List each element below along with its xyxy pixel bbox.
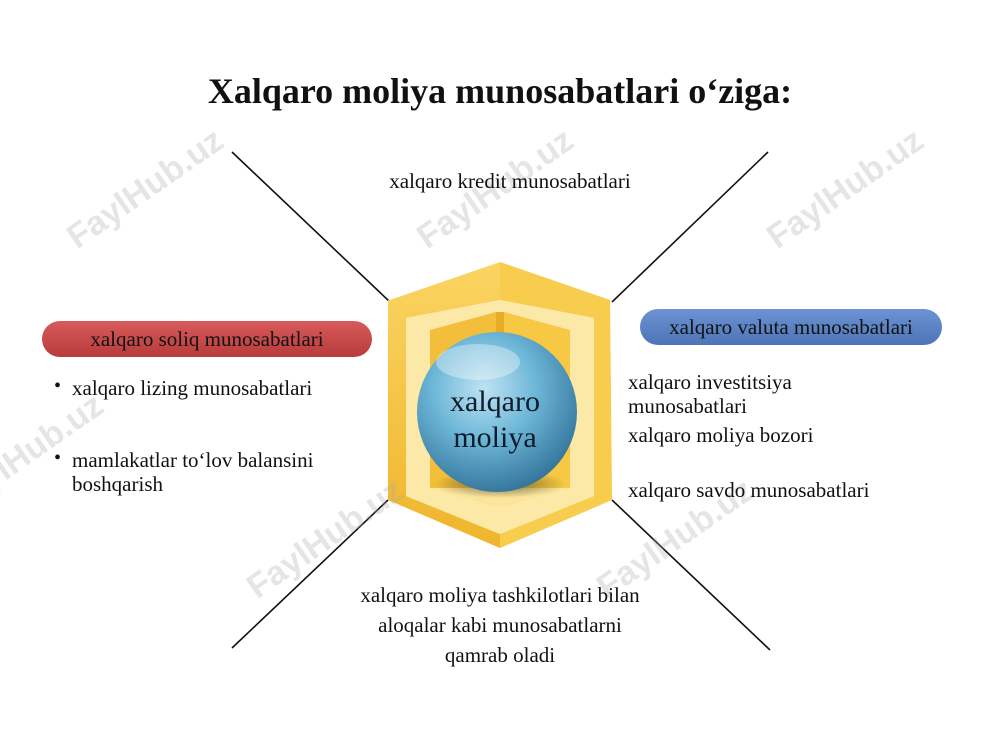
connector-line-top-right — [611, 151, 769, 303]
connector-line-top-left — [231, 151, 391, 303]
center-label-line: xalqaro — [450, 385, 540, 418]
bottom-label: xalqaro moliya tashkilotlari bilan aloqa… — [300, 580, 700, 670]
center-label: xalqaro moliya — [440, 384, 550, 456]
right-item: xalqaro investitsiya munosabatlari — [628, 370, 792, 418]
center-label-line: moliya — [453, 421, 537, 454]
bottom-label-line: xalqaro moliya tashkilotlari bilan — [360, 583, 640, 607]
left-bullet-text: xalqaro lizing munosabatlari — [72, 376, 313, 400]
right-item: xalqaro moliya bozori — [628, 423, 814, 447]
left-pill-label: xalqaro soliq munosabatlari — [42, 321, 372, 357]
sphere — [417, 332, 577, 492]
left-bullet-text: mamlakatlar to‘lov balansini boshqarish — [72, 448, 314, 496]
right-item: xalqaro savdo munosabatlari — [628, 478, 870, 502]
bottom-label-line: aloqalar kabi munosabatlarni — [378, 613, 622, 637]
bullet-dot: • — [54, 447, 62, 469]
bullet-dot: • — [54, 375, 62, 397]
page-title: Xalqaro moliya munosabatlari o‘ziga: — [207, 71, 793, 111]
bottom-label-line: qamrab oladi — [444, 643, 556, 667]
connector-line-bottom-right — [611, 499, 771, 651]
top-label: xalqaro kredit munosabatlari — [389, 169, 631, 193]
right-pill-label: xalqaro valuta munosabatlari — [640, 309, 942, 345]
connector-line-bottom-left — [231, 499, 389, 649]
